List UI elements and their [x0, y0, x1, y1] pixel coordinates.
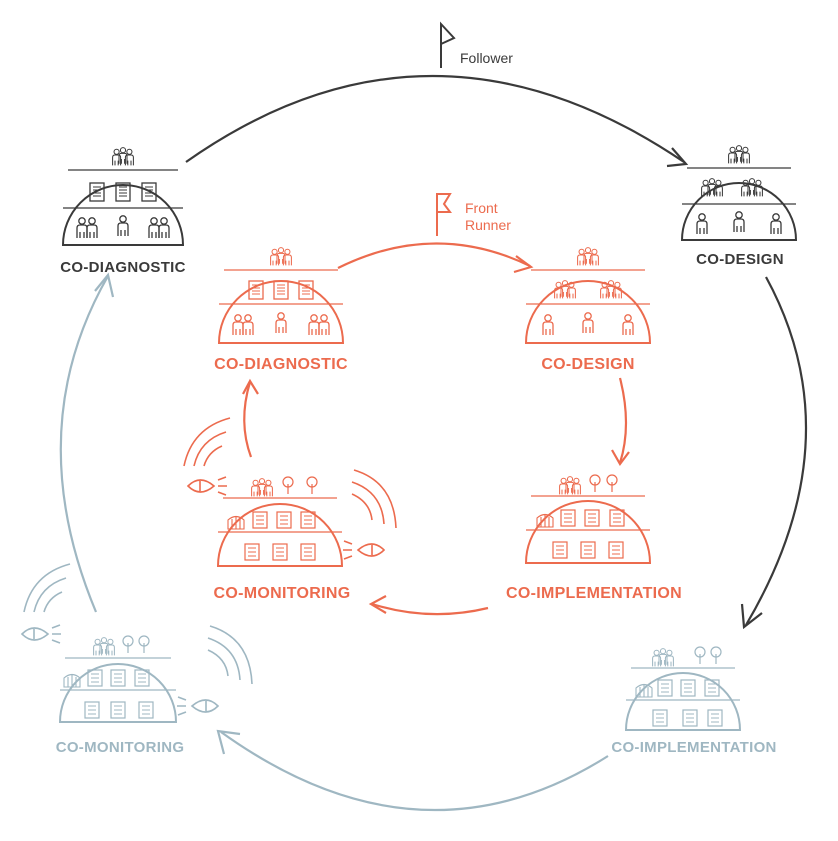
inner-design-label: CO-DESIGN [541, 356, 634, 373]
inner-monitoring-label: CO-MONITORING [214, 585, 351, 602]
inner-arrow-implementation-to-monitoring [371, 602, 489, 616]
inner-monitoring-icon [216, 476, 344, 567]
outer-design-icon [680, 146, 798, 241]
inner-arrowhead-design [513, 255, 534, 274]
inner-implementation-label: CO-IMPLEMENTATION [506, 585, 682, 602]
inner-arrowhead-diagnostic [242, 378, 259, 395]
arrowhead-diagnostic [94, 272, 115, 298]
outer-cycle-arrows [59, 74, 808, 812]
inner-diagnostic-icon [217, 248, 345, 344]
inner-monitoring-signal-left-icon [183, 417, 231, 467]
front-runner-label-line1: Front [465, 200, 498, 216]
inner-cycle-arrows [242, 242, 630, 616]
follower-label: Follower [460, 50, 513, 66]
inner-arrow-design-to-implementation [618, 377, 628, 464]
inner-design-icon [524, 248, 652, 344]
arrowhead-implementation [740, 603, 763, 630]
outer-diagnostic-icon [61, 148, 185, 246]
inner-monitoring-eye-right-icon [343, 540, 386, 560]
inner-arrowhead-implementation [611, 449, 630, 466]
outer-monitoring-eye-right-icon [177, 696, 220, 716]
follower-flag-icon [440, 21, 456, 68]
arrow-implementation-to-monitoring [220, 731, 609, 812]
arrow-diagnostic-to-design [185, 74, 685, 163]
inner-arrow-diagnostic-to-design [337, 242, 531, 269]
outer-monitoring-label: CO-MONITORING [56, 739, 185, 756]
arrowhead-monitoring [216, 729, 241, 755]
front-runner-flag-icon [436, 193, 452, 236]
outer-monitoring-icon [58, 635, 178, 723]
outer-implementation-label: CO-IMPLEMENTATION [611, 739, 776, 756]
outer-monitoring-eye-left-icon [20, 624, 61, 644]
inner-implementation-icon [524, 474, 652, 564]
inner-monitoring-signal-right-icon [351, 469, 397, 529]
arrowhead-design [666, 147, 689, 168]
inner-arrow-monitoring-to-diagnostic [243, 381, 253, 458]
inner-monitoring-eye-left-icon [186, 476, 227, 496]
inner-arrowhead-monitoring [368, 595, 387, 614]
outer-diagnostic-label: CO-DIAGNOSTIC [60, 259, 186, 276]
inner-diagnostic-label: CO-DIAGNOSTIC [214, 356, 348, 373]
outer-monitoring-signal-left-icon [23, 563, 71, 613]
arrow-monitoring-to-diagnostic [59, 275, 109, 613]
outer-design-label: CO-DESIGN [696, 251, 784, 268]
arrow-design-to-implementation [745, 276, 808, 626]
outer-monitoring-signal-right-icon [207, 625, 253, 685]
outer-implementation-icon [624, 646, 742, 731]
front-runner-label-line2: Runner [465, 217, 511, 233]
